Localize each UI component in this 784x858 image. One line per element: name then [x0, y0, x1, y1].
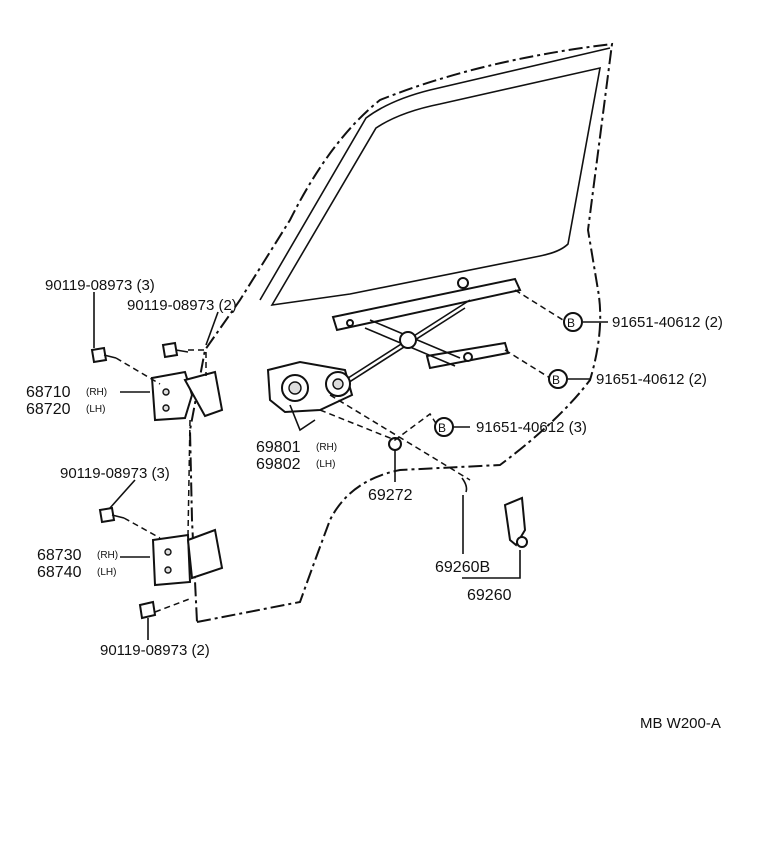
label-hinge-lower-rh-tag: (RH) — [97, 550, 118, 561]
window-frame-inner — [270, 66, 602, 307]
label-bolt-b2: 91651-40612 (2) — [596, 371, 707, 388]
window-frame-outer — [259, 47, 611, 301]
b-marker-2: B — [552, 373, 560, 387]
clip-and-handle — [388, 437, 528, 548]
door-outline — [188, 42, 614, 623]
label-hinge-lower-lh-tag: (LH) — [97, 567, 116, 578]
diagram-code: MB W200-A — [640, 715, 721, 732]
window-regulator-rails — [331, 277, 522, 389]
label-clip: 69272 — [368, 487, 413, 504]
lower-hinge — [151, 528, 224, 587]
label-bolt-bottom: 90119-08973 (2) — [100, 642, 210, 659]
regulator-gear-assembly — [266, 360, 354, 432]
label-bolt-top-right: 90119-08973 (2) — [127, 297, 237, 314]
label-regulator-rh: 69801 — [256, 439, 301, 456]
label-bolt-top-left: 90119-08973 (3) — [45, 277, 155, 294]
label-hinge-upper-lh: 68720 — [26, 401, 71, 418]
label-hinge-lower-rh: 68730 — [37, 547, 82, 564]
label-bolt-b1: 91651-40612 (2) — [612, 314, 723, 331]
bolts — [90, 341, 189, 620]
label-hinge-upper-lh-tag: (LH) — [86, 404, 105, 415]
label-regulator-lh: 69802 — [256, 456, 301, 473]
label-hinge-upper-rh: 68710 — [26, 384, 71, 401]
leader-lines — [115, 289, 564, 613]
label-bolt-b3: 91651-40612 (3) — [476, 419, 587, 436]
b-markers: B B B — [434, 312, 583, 437]
label-hinge-lower-lh: 68740 — [37, 564, 82, 581]
b-marker-1: B — [567, 316, 575, 330]
label-hinge-upper-rh-tag: (RH) — [86, 387, 107, 398]
b-marker-3: B — [438, 421, 446, 435]
solid-leaders — [93, 292, 608, 640]
label-regulator-rh-tag: (RH) — [316, 442, 337, 453]
label-handle: 69260 — [467, 587, 512, 604]
label-regulator-lh-tag: (LH) — [316, 459, 335, 470]
label-handle-sub: 69260B — [435, 559, 490, 576]
label-bolt-mid: 90119-08973 (3) — [60, 465, 170, 482]
upper-hinge — [150, 370, 224, 422]
